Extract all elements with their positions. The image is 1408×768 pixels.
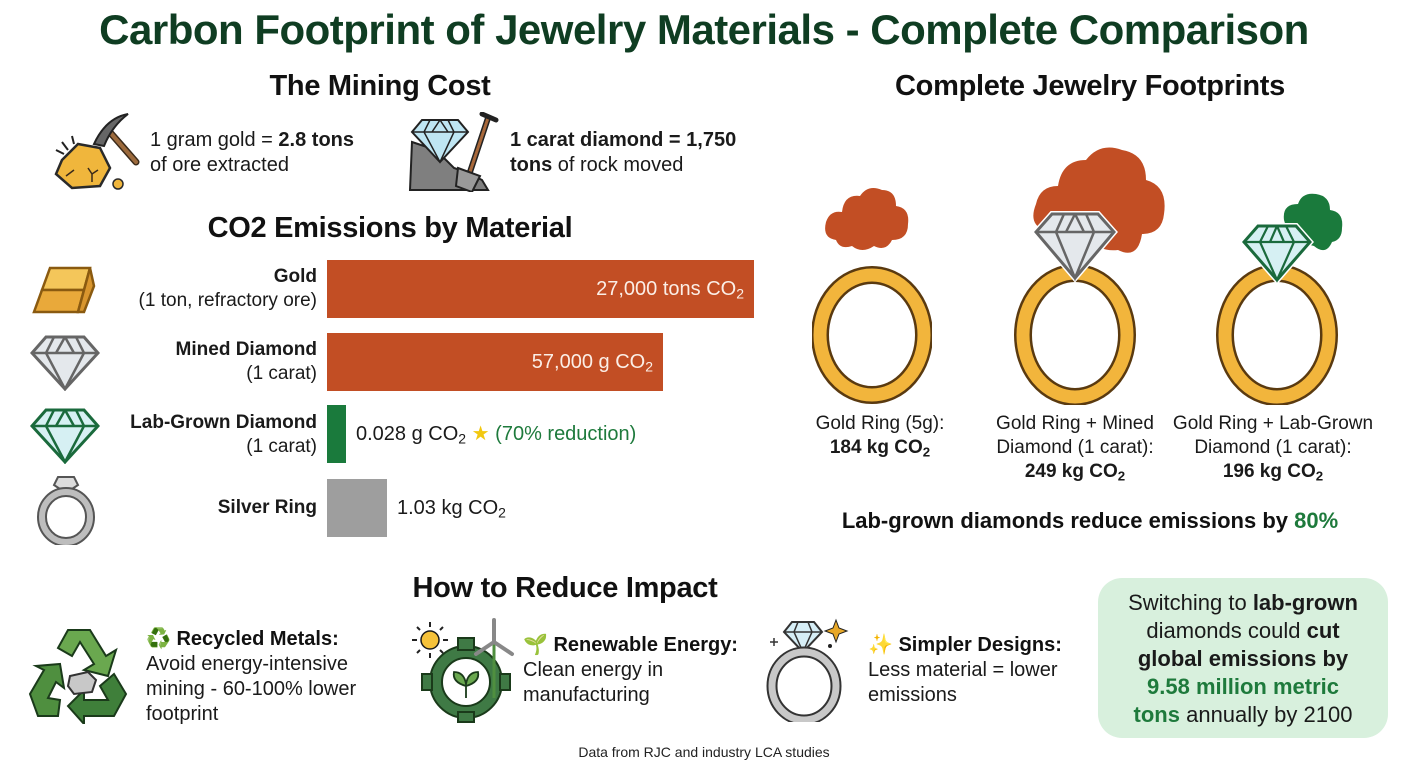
bar-value-silver-ring: 1.03 kg CO2 — [397, 497, 506, 521]
ring-caption-mined: Gold Ring + Mined Diamond (1 carat): 249… — [996, 413, 1154, 484]
data-source-footer: Data from RJC and industry LCA studies — [578, 744, 830, 760]
diamond-rock-fact: 1 carat diamond = 1,750 tons of rock mov… — [510, 129, 737, 176]
bar-silver-ring — [327, 479, 387, 537]
gold-ring-mined-diamond-icon — [1000, 140, 1180, 406]
gold-nugget-pickaxe-icon — [48, 112, 140, 192]
footprint-summary: Lab-grown diamonds reduce emissions by 8… — [841, 508, 1339, 533]
tip-simpler-designs: ✨ Simpler Designs: Less material = lower… — [868, 634, 1062, 706]
green-diamond-icon — [29, 406, 101, 465]
bar-value-mined-diamond: 57,000 g CO2 — [531, 351, 653, 375]
diamond-rock-shovel-icon — [406, 111, 502, 194]
gold-ore-fact: 1 gram gold = 2.8 tons of ore extracted — [150, 129, 354, 176]
bar-mined-diamond: 57,000 g CO2 — [327, 333, 663, 391]
bar-label-lab-diamond: Lab-Grown Diamond(1 carat) — [130, 412, 317, 457]
emissions-heading: CO2 Emissions by Material — [207, 212, 573, 244]
tip-recycled-metals: ♻️ Recycled Metals: Avoid energy-intensi… — [146, 628, 357, 725]
ring-caption-gold: Gold Ring (5g): 184 kg CO2 — [815, 413, 945, 460]
reduce-heading: How to Reduce Impact — [412, 572, 718, 604]
bar-gold: 27,000 tons CO2 — [327, 260, 754, 318]
bar-label-mined-diamond: Mined Diamond(1 carat) — [175, 339, 317, 384]
gold-bar-icon — [28, 262, 100, 318]
star-icon: ★ — [471, 423, 490, 445]
recycle-emoji-icon: ♻️ — [146, 628, 171, 650]
page-title: Carbon Footprint of Jewelry Materials - … — [99, 6, 1309, 53]
footprints-heading: Complete Jewelry Footprints — [895, 70, 1285, 102]
bar-label-silver-ring: Silver Ring — [217, 497, 317, 518]
bar-label-gold: Gold(1 ton, refractory ore) — [138, 266, 317, 311]
sparkles-icon: ✨ — [868, 634, 893, 656]
diamond-icon — [29, 333, 101, 392]
renewable-energy-gear-icon — [408, 618, 518, 724]
ring-caption-lab: Gold Ring + Lab-Grown Diamond (1 carat):… — [1172, 413, 1374, 484]
tip-renewable-energy: 🌱 Renewable Energy: Clean energy in manu… — [523, 634, 738, 706]
bar-value-lab-diamond: 0.028 g CO2 ★ (70% reduction) — [356, 423, 637, 447]
bar-value-gold: 27,000 tons CO2 — [596, 278, 744, 302]
silver-ring-icon — [36, 473, 96, 547]
lab-grown-impact-callout: Switching to lab-grown diamonds could cu… — [1098, 578, 1388, 738]
recycle-icon — [28, 624, 136, 727]
mining-cost-heading: The Mining Cost — [269, 70, 491, 102]
gold-ring-with-cloud-icon — [811, 180, 933, 405]
sprout-icon: 🌱 — [523, 634, 548, 656]
simple-ring-icon — [762, 616, 852, 726]
gold-ring-lab-diamond-icon — [1214, 190, 1364, 406]
bar-lab-diamond — [327, 405, 346, 463]
